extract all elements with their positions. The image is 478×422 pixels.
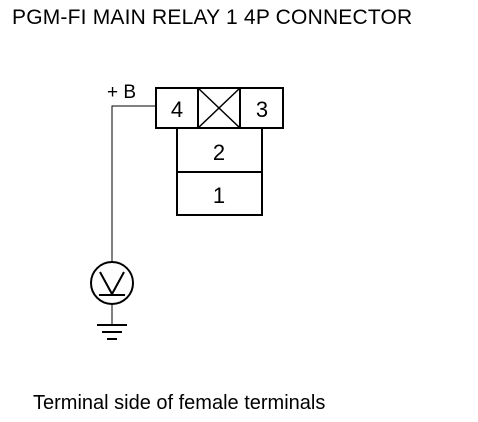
ground-icon [97,324,127,340]
terminal-1-label: 1 [213,183,225,208]
diagram-title: PGM-FI MAIN RELAY 1 4P CONNECTOR [12,6,413,29]
probe-wire [111,105,156,262]
diagram-caption: Terminal side of female terminals [33,392,326,414]
crossed-box-icon [197,87,241,129]
terminal-4-label: 4 [171,97,183,122]
voltmeter-icon [90,261,134,305]
terminal-2-label: 2 [213,140,225,165]
cavity-2 [176,127,263,173]
cavity-1 [176,171,263,216]
supply-label: + B [107,82,136,103]
terminal-3-label: 3 [256,97,268,122]
